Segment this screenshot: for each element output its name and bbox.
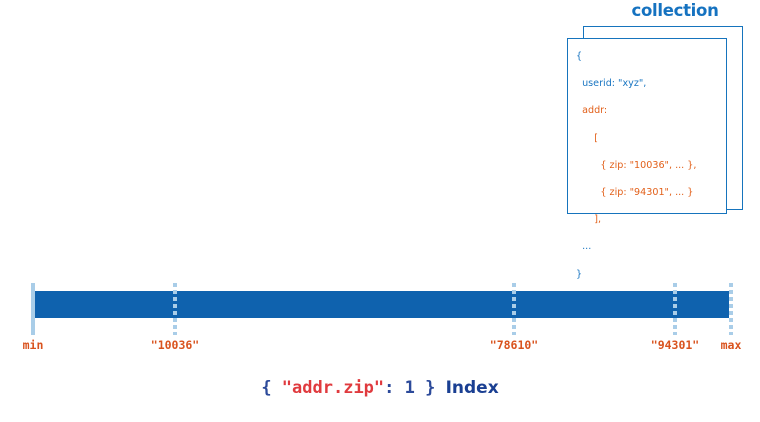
caption-field-name: "addr.zip" (281, 378, 385, 398)
index-tick-label: "94301" (650, 338, 700, 352)
document-line: ], (576, 213, 727, 227)
document-text: ... (576, 241, 592, 253)
document-line: { zip: "10036", ... }, (576, 159, 727, 173)
document-json-body: { userid: "xyz", addr: [ { zip: "10036",… (567, 38, 727, 280)
document-text: ], (576, 214, 602, 226)
document-line: { zip: "94301", ... } (576, 186, 727, 200)
caption-index-word: Index (445, 378, 499, 398)
index-tick-label: "10036" (150, 338, 200, 352)
document-line: userid: "xyz", (576, 77, 727, 91)
index-caption: { "addr.zip": 1 } Index (0, 378, 760, 398)
collection-group: collection { userid: "xyz", addr: [ { zi… (555, 0, 760, 280)
caption-open-brace: { (261, 378, 282, 398)
index-tick-label: max (720, 338, 742, 352)
index-tick (729, 283, 733, 335)
index-figure: min "10036" "78610" "94301" max { "addr.zip"… (0, 270, 760, 422)
document-line: ... (576, 240, 727, 254)
document-text: { zip: "94301", ... } (576, 186, 694, 198)
collection-title: collection (631, 1, 719, 20)
index-tick-label: min (22, 338, 44, 352)
document-text: addr: (576, 105, 608, 117)
document-text: { zip: "10036", ... }, (576, 159, 697, 171)
document-text: [ (576, 132, 599, 144)
document-card-front (567, 38, 727, 214)
index-tick (673, 283, 677, 335)
document-line: addr: (576, 104, 727, 118)
document-line: [ (576, 132, 727, 146)
caption-field-value: : 1 } (384, 378, 446, 398)
index-bar (35, 291, 729, 318)
document-text: { (576, 51, 583, 62)
index-tick (173, 283, 177, 335)
index-tick (31, 283, 35, 335)
index-tick-label: "78610" (489, 338, 539, 352)
index-tick (512, 283, 516, 335)
document-text: userid: "xyz", (576, 78, 647, 90)
document-text: } (576, 268, 583, 280)
document-line: } (576, 268, 727, 282)
document-line: { (576, 50, 727, 64)
